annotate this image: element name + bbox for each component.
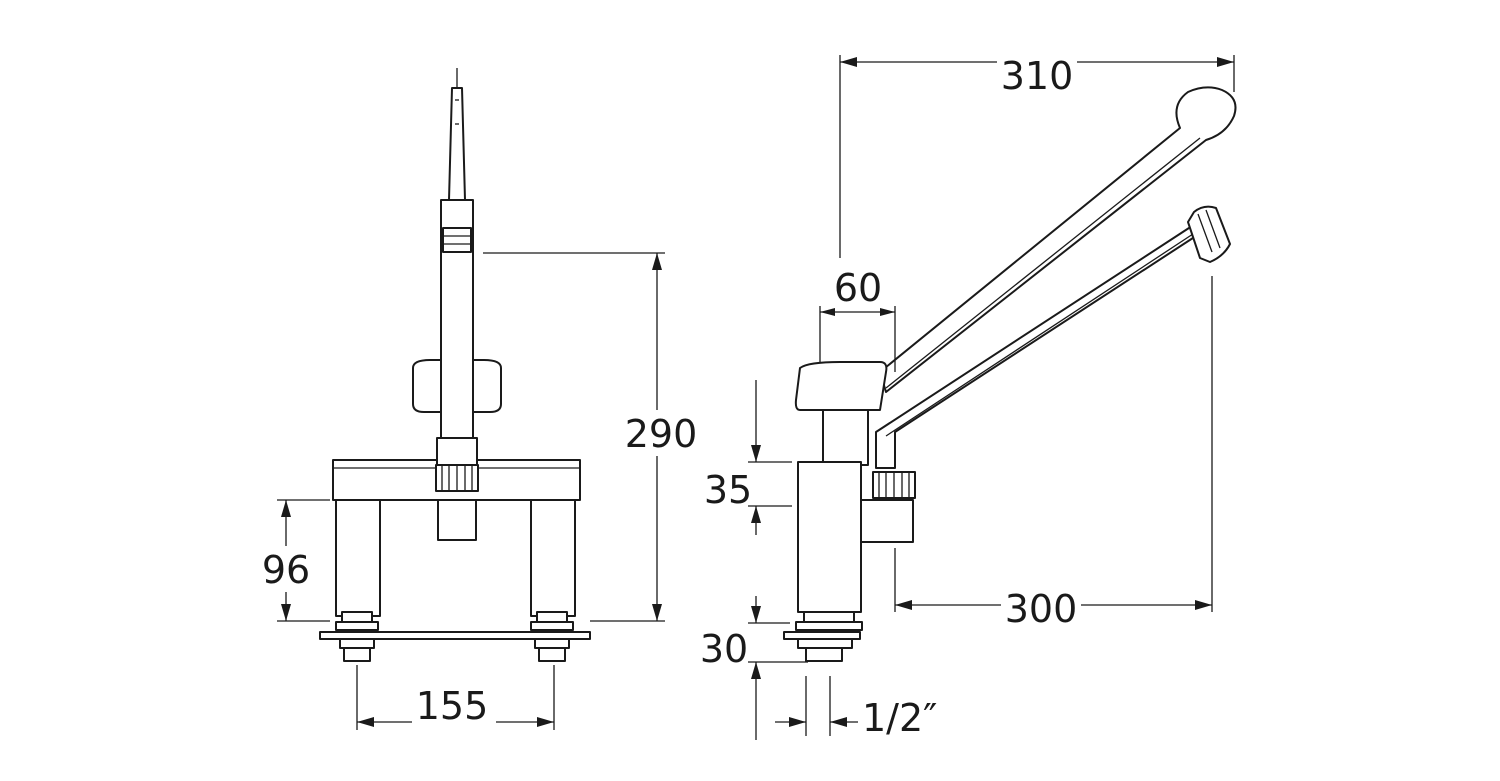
front-leg-left <box>335 499 381 617</box>
side-view: 310 60 300 35 <box>700 50 1237 740</box>
side-body-column <box>822 409 869 466</box>
front-view: 290 96 155 <box>254 68 697 730</box>
dimension-front-center-distance: 155 <box>356 665 555 730</box>
front-base-plate <box>319 631 591 640</box>
dimension-side-block-height-label: 35 <box>704 468 752 512</box>
dimension-side-spout-reach-label: 300 <box>1005 587 1078 631</box>
side-fixing <box>783 611 863 662</box>
front-handle-lever <box>448 87 466 201</box>
dimension-front-leg-height: 96 <box>254 499 330 622</box>
front-leg-right <box>530 499 576 617</box>
side-lower-block <box>797 461 862 613</box>
dimension-side-thread: 1/2″ <box>775 676 937 740</box>
front-fixing-left <box>335 611 379 662</box>
dimension-side-block-height: 35 <box>704 380 792 535</box>
dimension-front-center-distance-label: 155 <box>416 684 489 728</box>
side-lever-handle <box>879 86 1237 393</box>
side-body-head <box>794 361 888 411</box>
dimension-side-shank-length-label: 30 <box>700 627 748 671</box>
dimension-side-shank-length: 30 <box>700 596 808 740</box>
dimension-side-body-width-label: 60 <box>834 266 882 310</box>
dimension-front-height-label: 290 <box>625 412 698 456</box>
dimension-side-handle-reach-label: 310 <box>1001 54 1074 98</box>
dimension-side-thread-label: 1/2″ <box>862 696 937 740</box>
side-spout-outlet <box>1187 205 1231 263</box>
dimension-front-height: 290 <box>483 252 698 622</box>
dimension-front-leg-height-label: 96 <box>262 548 310 592</box>
front-fixing-right <box>530 611 574 662</box>
dimension-side-body-width: 60 <box>819 266 896 372</box>
dimension-side-handle-reach: 310 <box>839 50 1235 258</box>
dimension-side-spout-reach: 300 <box>894 276 1213 632</box>
